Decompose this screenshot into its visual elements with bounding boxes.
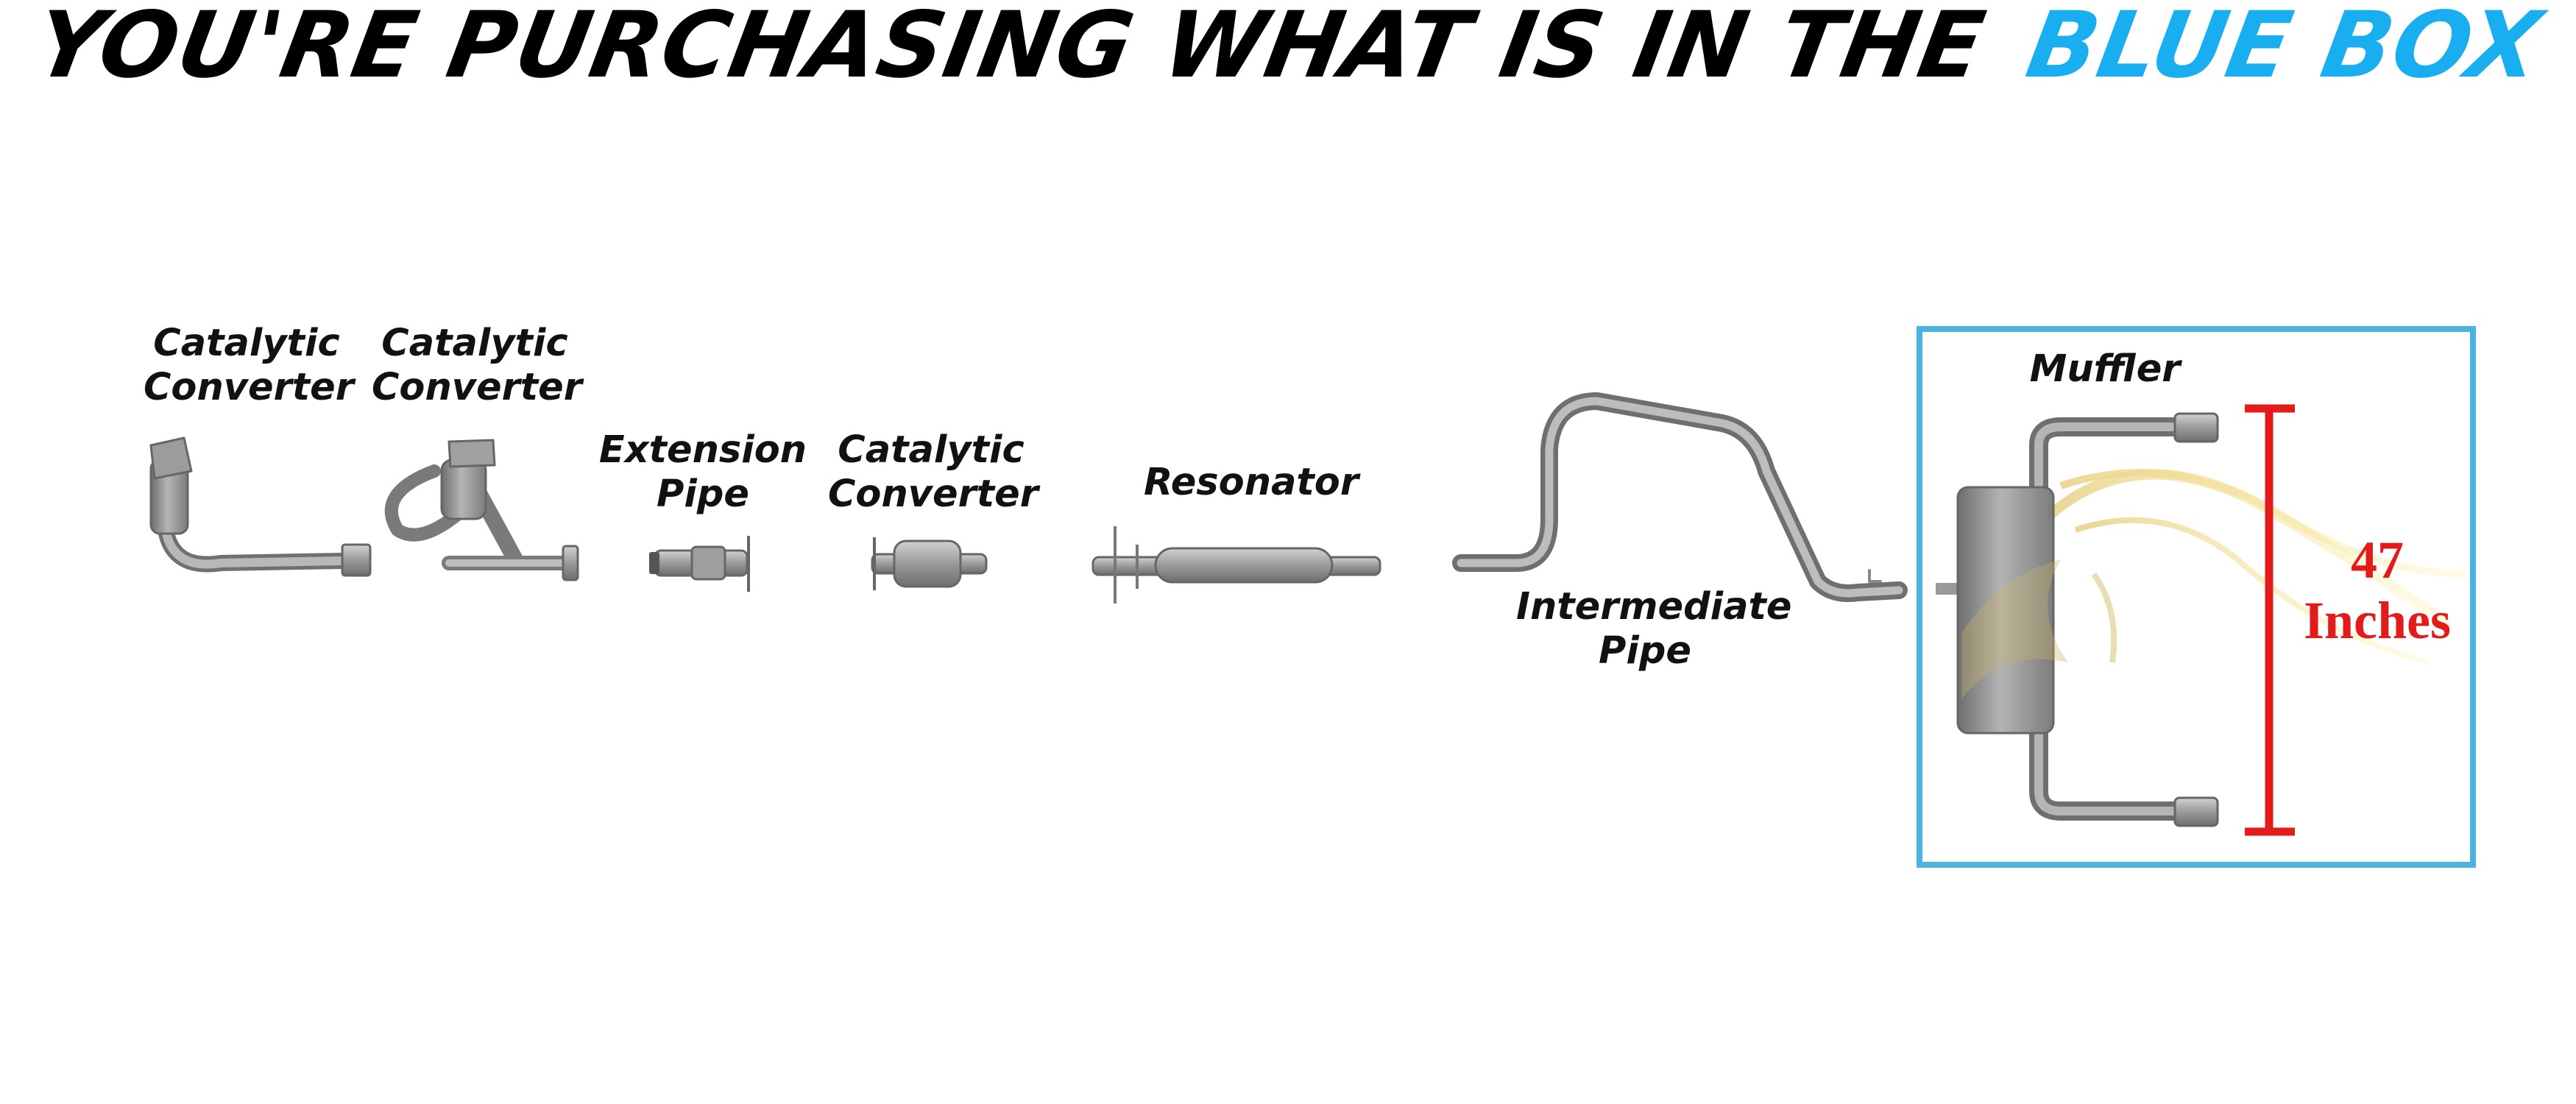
dimension-label: 47 Inches xyxy=(2282,530,2473,651)
selection-box xyxy=(1917,326,2476,868)
catalytic-converter-icon xyxy=(871,537,988,590)
resonator-icon xyxy=(1091,526,1381,604)
y-pipe-catalytic-converter-icon xyxy=(384,439,579,581)
intermediate-pipe-icon xyxy=(1452,392,1908,602)
extension-pipe-icon xyxy=(649,536,750,592)
part-label-resonator: Resonator xyxy=(1143,461,1359,504)
part-label-muffler: Muffler xyxy=(2029,347,2181,391)
dimension-value: 47 xyxy=(2351,531,2404,590)
dimension-marker xyxy=(2245,404,2295,836)
dimension-unit: Inches xyxy=(2303,591,2452,650)
muffler-icon xyxy=(1936,412,2466,827)
catalytic-converter-icon xyxy=(149,436,372,577)
